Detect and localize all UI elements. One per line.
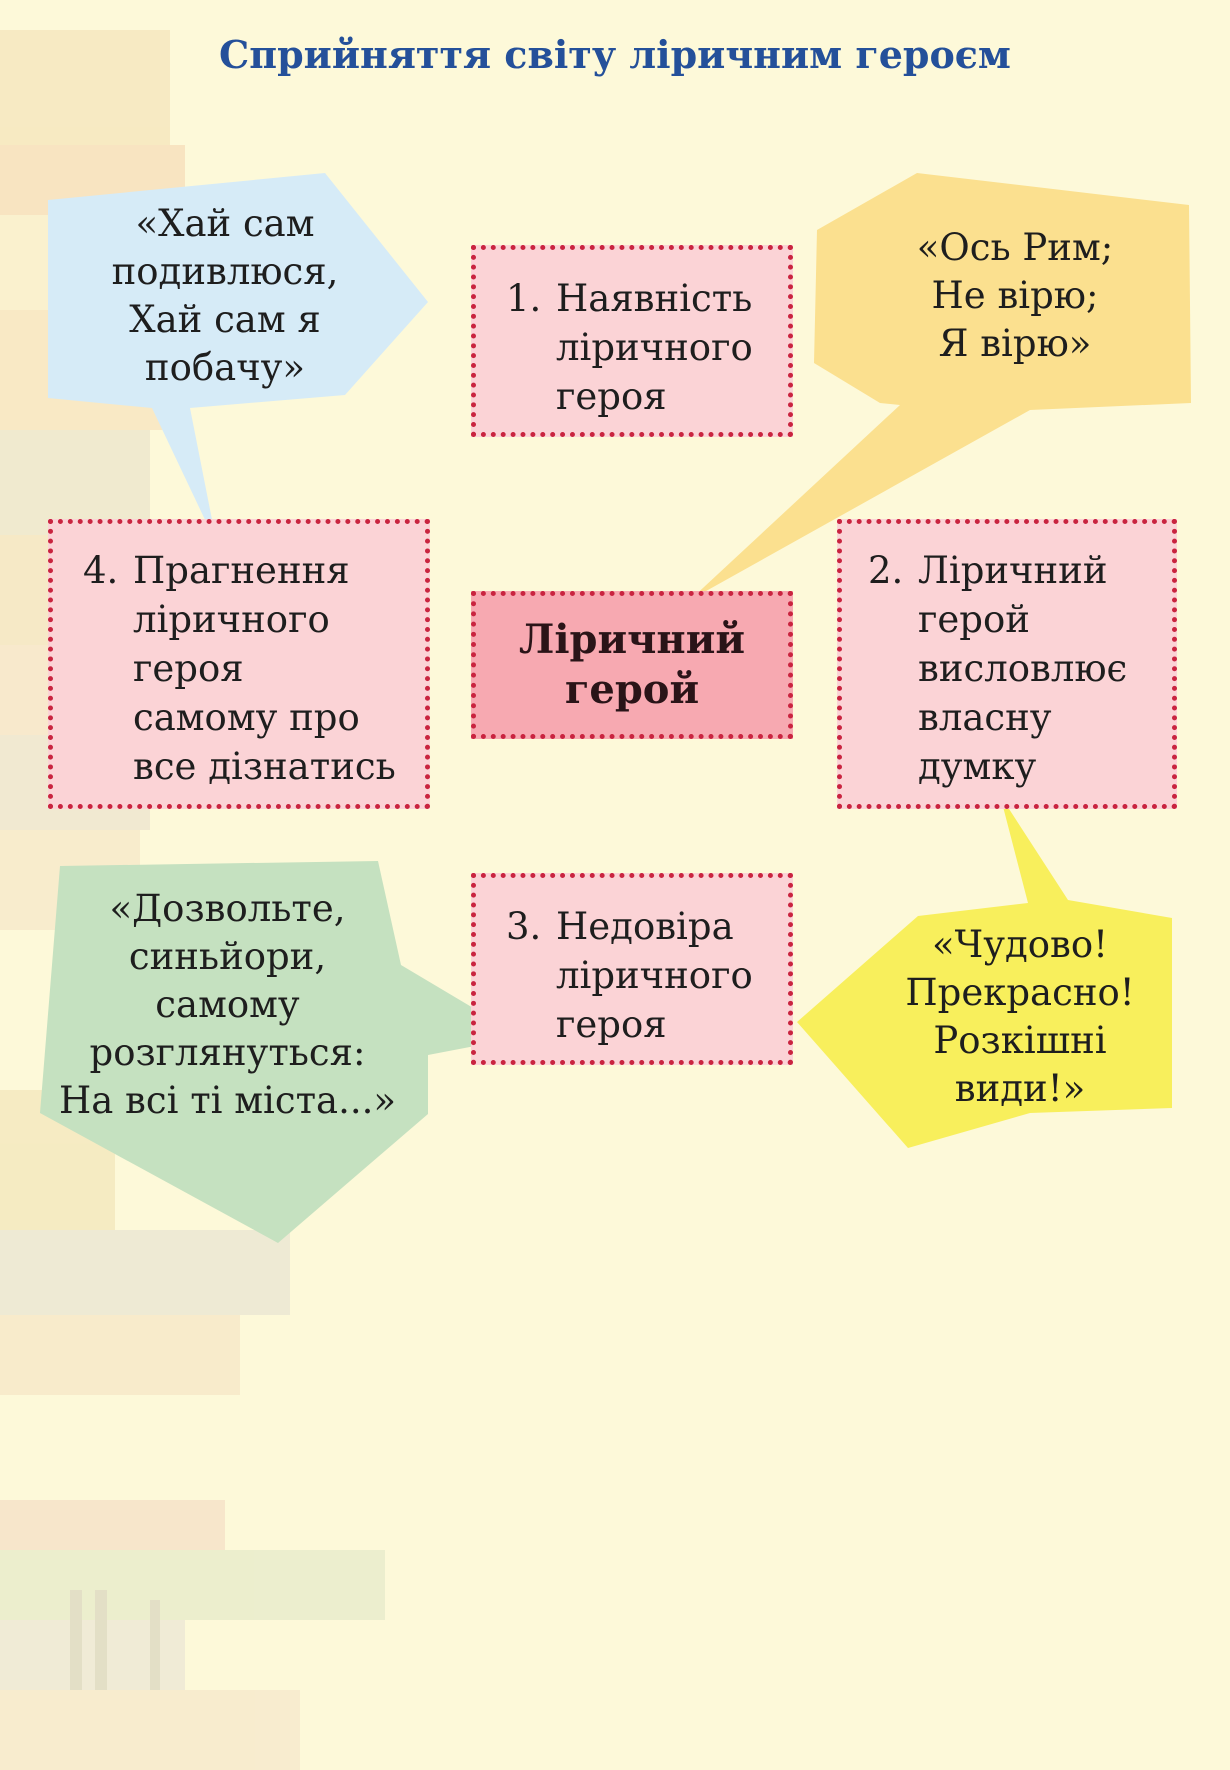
box-1: 1. Наявність ліричного героя xyxy=(471,245,793,437)
box-2-text: Ліричний герой висловлює власну думку xyxy=(918,549,1128,788)
quote-orange: «Ось Рим; Не вірю; Я вірю» xyxy=(916,226,1114,365)
speech-bubble-yellow xyxy=(797,795,1172,1148)
box-2: 2. Ліричний герой висловлює власну думку xyxy=(837,519,1177,809)
speech-bubble-green xyxy=(40,861,522,1243)
speech-bubble-orange xyxy=(690,173,1191,600)
box-2-number: 2. xyxy=(868,549,904,592)
center-box-lyric-hero: Ліричний герой xyxy=(471,591,793,739)
speech-bubble-blue xyxy=(48,173,428,545)
quote-green: «Дозвольте, синьйори, самому розглянутьс… xyxy=(58,887,397,1122)
box-4-text: Прагнення ліричного героя самому про все… xyxy=(133,549,396,788)
box-3-number: 3. xyxy=(506,905,542,948)
quote-blue: «Хай сам подивлюся, Хай сам я побачу» xyxy=(111,202,339,389)
box-3: 3. Недовіра ліричного героя xyxy=(471,873,793,1065)
box-4: 4. Прагнення ліричного героя самому про … xyxy=(48,519,430,809)
box-1-number: 1. xyxy=(506,277,542,320)
center-box-label: Ліричний герой xyxy=(518,616,746,713)
box-1-text: Наявність ліричного героя xyxy=(556,277,753,418)
quote-yellow: «Чудово! Прекрасно! Розкішні види!» xyxy=(905,923,1135,1110)
page-title: Сприйняття світу ліричним героєм xyxy=(219,32,1011,77)
box-3-text: Недовіра ліричного героя xyxy=(556,905,753,1046)
box-4-number: 4. xyxy=(83,549,119,592)
